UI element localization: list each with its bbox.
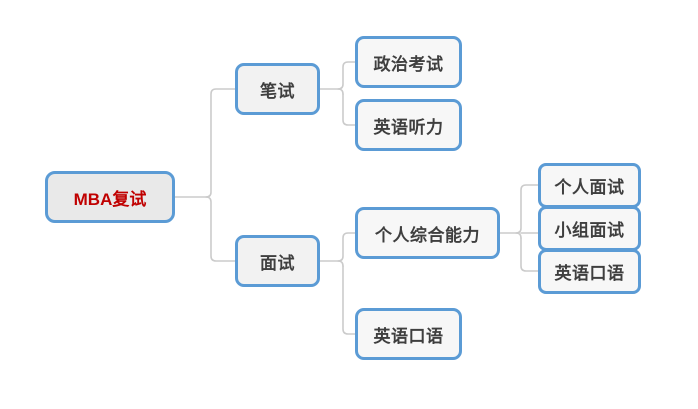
node-bishi[interactable]: 笔试 — [235, 63, 320, 115]
node-yingyu-tingli[interactable]: 英语听力 — [355, 99, 462, 151]
edge-zonghe-stem — [515, 232, 522, 239]
node-mianshi[interactable]: 面试 — [235, 235, 320, 287]
edge-bishi-to-yingyutingli — [342, 93, 356, 126]
node-zhengzhi-kaoshi-label: 政治考试 — [373, 54, 444, 74]
node-mianshi-label: 面试 — [260, 253, 295, 273]
edge-zonghe-to-gerenmianshi — [499, 184, 539, 234]
edge-zonghe-to-yingyukouyu3 — [520, 237, 539, 272]
edge-mianshi-to-yingyukouyu2 — [342, 265, 356, 335]
node-yingyu-kouyu-mianshi-label: 英语口语 — [373, 326, 444, 346]
node-zhengzhi-kaoshi[interactable]: 政治考试 — [355, 36, 462, 88]
edge-bishi-stem — [337, 88, 344, 95]
edge-root-to-bishi — [174, 88, 236, 198]
node-geren-zonghe-nengli[interactable]: 个人综合能力 — [355, 207, 500, 259]
edge-bishi-to-zhengzhi — [319, 61, 356, 90]
node-bishi-label: 笔试 — [260, 81, 295, 101]
edge-mianshi-stem — [337, 260, 344, 267]
node-root[interactable]: MBA复试 — [45, 171, 175, 223]
node-geren-mianshi[interactable]: 个人面试 — [538, 163, 641, 208]
node-geren-mianshi-label: 个人面试 — [554, 178, 625, 197]
node-yingyu-kouyu-zonghe-label: 英语口语 — [554, 264, 625, 283]
edge-mianshi-to-zonghenengli — [319, 232, 356, 262]
node-geren-zonghe-nengli-label: 个人综合能力 — [375, 225, 480, 245]
node-xiaozu-mianshi[interactable]: 小组面试 — [538, 206, 641, 251]
node-yingyu-kouyu-mianshi[interactable]: 英语口语 — [355, 308, 462, 360]
edge-root-to-mianshi — [205, 196, 236, 262]
node-yingyu-kouyu-zonghe[interactable]: 英语口语 — [538, 249, 641, 294]
node-root-label: MBA复试 — [73, 189, 147, 209]
node-yingyu-tingli-label: 英语听力 — [373, 117, 444, 137]
node-xiaozu-mianshi-label: 小组面试 — [554, 221, 625, 240]
